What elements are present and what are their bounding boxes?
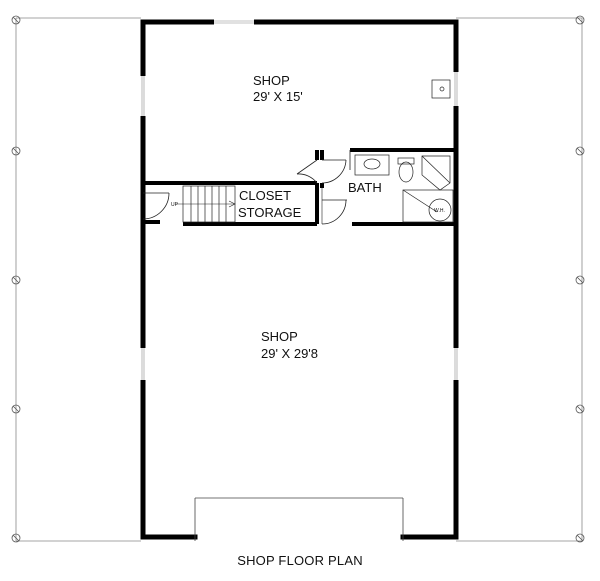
- sink: [354, 154, 390, 176]
- window: [453, 348, 459, 380]
- column-marker: [11, 275, 21, 285]
- column-marker: [11, 404, 21, 414]
- window: [140, 348, 146, 380]
- door-bath-upper: [321, 159, 347, 184]
- door-stair-entry: [142, 192, 170, 220]
- column-marker: [575, 533, 585, 543]
- water-heater: [402, 189, 454, 223]
- plan-caption: SHOP FLOOR PLAN: [237, 553, 363, 568]
- column-marker: [575, 146, 585, 156]
- room-label-closet: CLOSET: [239, 188, 291, 203]
- room-label-shop-lower: SHOP: [261, 329, 298, 344]
- room-dims-shop-upper: 29' X 15': [253, 89, 303, 104]
- door-bath-lower: [321, 188, 347, 225]
- water-heater-label: W.H.: [434, 208, 445, 214]
- door-closet: [296, 159, 318, 184]
- room-label-storage: STORAGE: [238, 205, 302, 220]
- garage-door: [194, 497, 404, 541]
- doors: [142, 150, 351, 225]
- column-marker: [11, 533, 21, 543]
- column-marker: [575, 15, 585, 25]
- column-marker: [575, 275, 585, 285]
- window: [140, 76, 146, 116]
- interior-walls: [143, 148, 456, 226]
- windows: [140, 19, 459, 380]
- shower: [421, 155, 451, 191]
- window: [214, 19, 254, 25]
- room-label-shop-upper: SHOP: [253, 73, 290, 88]
- column-markers: [11, 15, 585, 543]
- window: [453, 72, 459, 106]
- floor-drain: [431, 79, 451, 99]
- room-dims-shop-lower: 29' X 29'8: [261, 346, 318, 361]
- bath-fixtures: [354, 154, 454, 223]
- toilet: [397, 157, 415, 183]
- stairs: [175, 185, 236, 223]
- room-label-bath: BATH: [348, 180, 382, 195]
- column-marker: [11, 146, 21, 156]
- stair-up-label: UP: [171, 202, 179, 208]
- column-marker: [575, 404, 585, 414]
- column-marker: [11, 15, 21, 25]
